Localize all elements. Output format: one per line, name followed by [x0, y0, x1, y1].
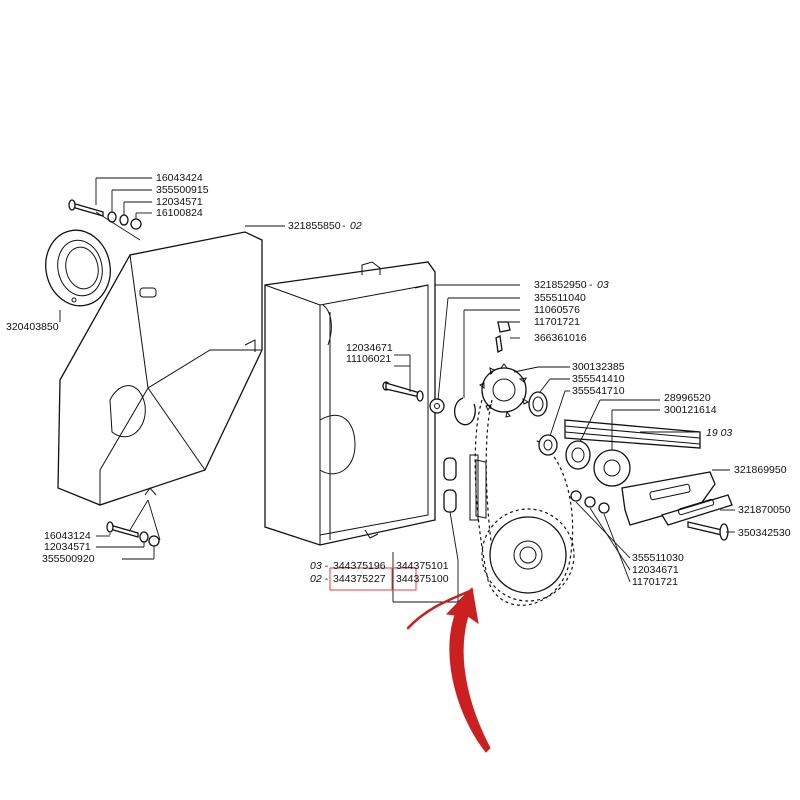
label-321855850-suffix: 02 [350, 220, 362, 232]
left-cover [57, 231, 263, 506]
label-355511030: 355511030 [632, 552, 684, 564]
small-sprocket [479, 363, 530, 418]
label-344375101: 344375101 [396, 560, 449, 572]
label-12034571-top: 12034571 [156, 196, 203, 208]
label-355541410: 355541410 [572, 373, 625, 385]
label-28996520: 28996520 [664, 392, 711, 404]
label-320403850: 320403850 [6, 321, 59, 333]
label-321869950: 321869950 [734, 464, 787, 476]
bearing-assembly [538, 434, 631, 487]
label-16043124: 16043124 [44, 530, 91, 542]
highlight-box [329, 567, 417, 591]
label-row02-prefix: 02 - [310, 573, 329, 585]
spacer-washer [528, 391, 548, 417]
label-12034671-mid: 12034671 [346, 342, 393, 354]
shaft [564, 419, 701, 449]
circlip [453, 397, 476, 426]
bolt-right [687, 521, 729, 541]
label-344375100: 344375100 [396, 573, 449, 585]
large-sprocket [481, 508, 575, 602]
label-11106021: 11106021 [346, 353, 391, 365]
label-11701721-low: 11701721 [632, 576, 678, 588]
label-344375227: 344375227 [333, 573, 386, 585]
label-355541710: 355541710 [572, 385, 625, 397]
label-11701721-top: 11701721 [534, 316, 580, 328]
label-16043424: 16043424 [156, 172, 203, 184]
label-300121614: 300121614 [664, 404, 717, 416]
label-11060576: 11060576 [534, 304, 580, 316]
label-366361016: 366361016 [534, 332, 587, 344]
label-row03-prefix: 03 - [310, 560, 329, 572]
pin-parts [495, 321, 511, 353]
screw-set-bottom-left [106, 521, 160, 547]
label-355511040: 355511040 [534, 292, 586, 304]
ring-seal [45, 229, 111, 307]
label-321870050: 321870050 [738, 504, 791, 516]
housing-box [264, 261, 436, 546]
label-350342530: 350342530 [738, 527, 791, 539]
leader-lines [59, 177, 735, 603]
label-321855850: 321855850 [288, 220, 341, 232]
drive-chain [474, 399, 574, 606]
label-12034671-low: 12034671 [632, 564, 679, 576]
label-321852950: 321852950 [534, 279, 587, 291]
label-355500915: 355500915 [156, 184, 209, 196]
label-19-03: 19 03 [706, 427, 732, 439]
screw-set-top-left [68, 199, 142, 230]
svg-text:-: - [589, 279, 593, 291]
label-300132385: 300132385 [572, 361, 625, 373]
annotation-arrow [445, 586, 491, 753]
tensioner-bracket [621, 471, 733, 526]
chain-links [443, 454, 487, 521]
label-321852950-suffix: 03 [597, 279, 609, 291]
label-355500920: 355500920 [42, 553, 95, 565]
label-12034571-bottom: 12034571 [44, 541, 91, 553]
washers-right [570, 490, 610, 514]
svg-text:-: - [342, 220, 346, 232]
label-16100824: 16100824 [156, 207, 203, 219]
label-344375196: 344375196 [333, 560, 386, 572]
housing-screw [382, 381, 445, 414]
